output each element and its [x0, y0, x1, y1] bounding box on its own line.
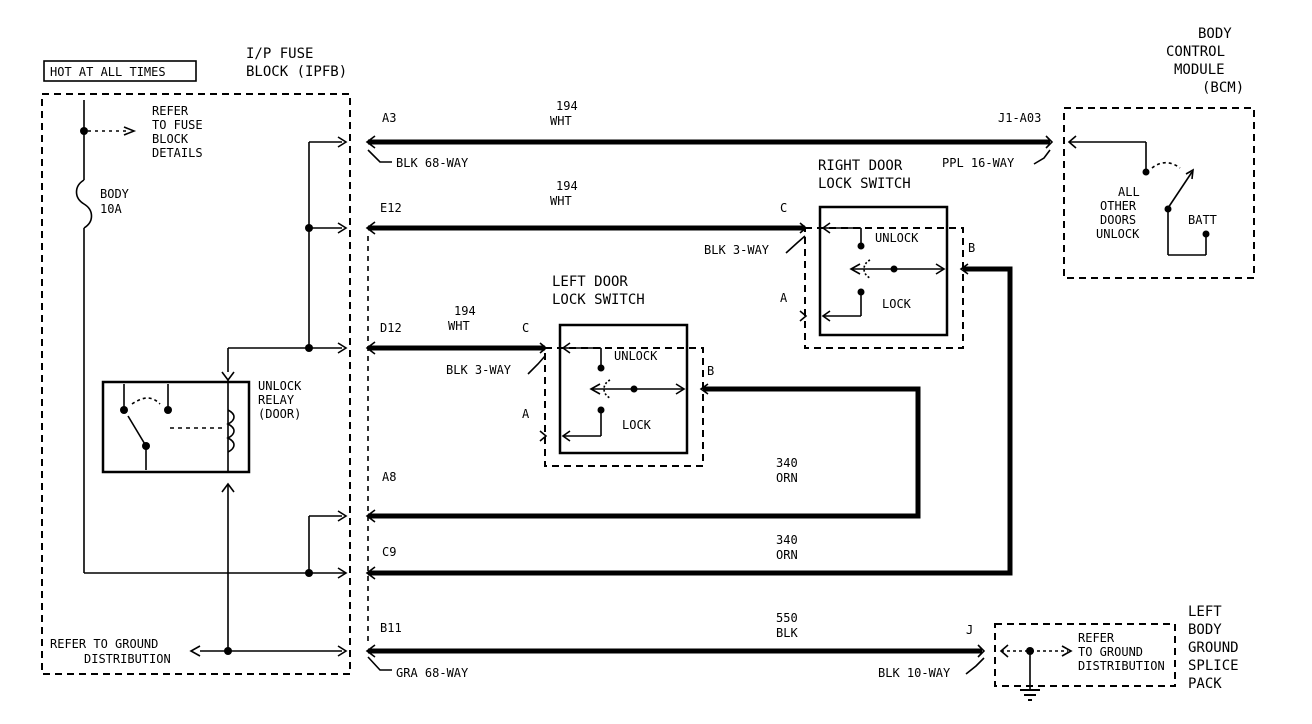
- wire-label-orn-b: ORN: [776, 548, 798, 562]
- left-switch-internals: [539, 342, 709, 442]
- fuse-label-1: BODY: [100, 187, 130, 201]
- hot-at-all-times-box: [43, 60, 197, 82]
- bcm-label-1: BODY: [1198, 26, 1232, 42]
- wire-label-194-c: 194: [454, 304, 476, 318]
- bcm-internals: [1045, 135, 1210, 256]
- left-blk-3-way-leader: [527, 355, 546, 375]
- right-pin-b: B: [968, 241, 975, 255]
- bcm-all-other-3: DOORS: [1100, 213, 1136, 227]
- splice-label-2: BODY: [1188, 622, 1222, 638]
- wire-340-left-b: [368, 386, 921, 519]
- left-pin-a: A: [522, 407, 530, 421]
- splice-label-3: GROUND: [1188, 640, 1239, 656]
- bcm-connector-pin: J1-A03: [998, 111, 1041, 125]
- pin-e12: E12: [380, 201, 402, 215]
- refer-ground-label-2: DISTRIBUTION: [84, 652, 171, 666]
- splice-label-4: SPLICE: [1188, 658, 1239, 674]
- fuse-label-2: 10A: [100, 202, 122, 216]
- right-switch-lock: LOCK: [882, 297, 912, 311]
- splice-label-1: LEFT: [1188, 604, 1222, 620]
- ipfb-internal-wiring: [75, 100, 348, 657]
- wire-label-wht-c: WHT: [448, 319, 470, 333]
- left-switch-lock: LOCK: [622, 418, 652, 432]
- wire-label-340-b: 340: [776, 533, 798, 547]
- bcm-label-2: CONTROL: [1166, 44, 1225, 60]
- wire-label-orn-a: ORN: [776, 471, 798, 485]
- bcm-all-other-4: UNLOCK: [1096, 227, 1140, 241]
- right-connector-blk-3-way: BLK 3-WAY: [704, 243, 770, 257]
- wire-label-wht-a: WHT: [550, 114, 572, 128]
- bcm-batt: BATT: [1188, 213, 1217, 227]
- splice-refer-1: REFER: [1078, 631, 1115, 645]
- pin-d12: D12: [380, 321, 402, 335]
- left-pin-c: C: [522, 321, 529, 335]
- refer-fuse-label-4: DETAILS: [152, 146, 203, 160]
- left-switch-box: [558, 323, 689, 455]
- pin-a3: A3: [382, 111, 396, 125]
- pin-c9: C9: [382, 545, 396, 559]
- left-switch-unlock: UNLOCK: [614, 349, 658, 363]
- splice-pin-j: J: [966, 623, 973, 637]
- left-switch-title-2: LOCK SWITCH: [552, 292, 645, 308]
- refer-fuse-label-3: BLOCK: [152, 132, 189, 146]
- wire-label-wht-b: WHT: [550, 194, 572, 208]
- left-connector-blk-3-way: BLK 3-WAY: [446, 363, 512, 377]
- connector-gra-68-way: GRA 68-WAY: [396, 666, 469, 680]
- splice-pack-internals: [977, 644, 1073, 701]
- blk-10-way-leader: [965, 657, 985, 675]
- connector-ppl-16-way: PPL 16-WAY: [942, 156, 1015, 170]
- wire-label-550: 550: [776, 611, 798, 625]
- pin-b11: B11: [380, 621, 402, 635]
- bcm-all-other-1: ALL: [1118, 185, 1140, 199]
- refer-fuse-label-2: TO FUSE: [152, 118, 203, 132]
- wire-340-right-b: [368, 266, 1013, 576]
- connector-marks: [365, 135, 392, 671]
- splice-pack-box: [994, 623, 1176, 687]
- wire-label-194-a: 194: [556, 99, 578, 113]
- pin-a8: A8: [382, 470, 396, 484]
- right-blk-3-way-leader: [785, 235, 806, 254]
- ipfb-box: [41, 93, 351, 675]
- relay-label-1: UNLOCK: [258, 379, 302, 393]
- splice-refer-3: DISTRIBUTION: [1078, 659, 1165, 673]
- right-switch-unlock: UNLOCK: [875, 231, 919, 245]
- right-switch-title-1: RIGHT DOOR: [818, 158, 903, 174]
- right-pin-c: C: [780, 201, 787, 215]
- wire-label-340-a: 340: [776, 456, 798, 470]
- splice-refer-2: TO GROUND: [1078, 645, 1143, 659]
- ipfb-label-line1: I/P FUSE: [246, 46, 313, 62]
- splice-label-5: PACK: [1188, 676, 1222, 692]
- right-switch-connector-box: [804, 227, 964, 349]
- connector-blk-68-way: BLK 68-WAY: [396, 156, 469, 170]
- left-switch-title-1: LEFT DOOR: [552, 274, 628, 290]
- bcm-label-3: MODULE: [1174, 62, 1225, 78]
- refer-ground-label-1: REFER TO GROUND: [50, 637, 158, 651]
- bcm-label-4: (BCM): [1202, 80, 1244, 96]
- ipfb-label-line2: BLOCK (IPFB): [246, 64, 347, 80]
- wire-label-blk: BLK: [776, 626, 798, 640]
- connector-blk-10-way: BLK 10-WAY: [878, 666, 951, 680]
- bcm-all-other-2: OTHER: [1100, 199, 1137, 213]
- ppl-16-way-leader: [1033, 149, 1051, 165]
- right-switch-title-2: LOCK SWITCH: [818, 176, 911, 192]
- left-switch-connector-box: [544, 347, 704, 467]
- hot-at-all-times-label: HOT AT ALL TIMES: [50, 65, 166, 79]
- wire-label-194-b: 194: [556, 179, 578, 193]
- right-pin-a: A: [780, 291, 788, 305]
- relay-label-3: (DOOR): [258, 407, 301, 421]
- refer-fuse-label-1: REFER: [152, 104, 189, 118]
- right-switch-internals: [799, 222, 969, 322]
- relay-label-2: RELAY: [258, 393, 295, 407]
- right-switch-box: [818, 205, 949, 337]
- unlock-relay: [101, 380, 251, 474]
- bcm-box: [1063, 107, 1255, 279]
- left-pin-b: B: [707, 364, 714, 378]
